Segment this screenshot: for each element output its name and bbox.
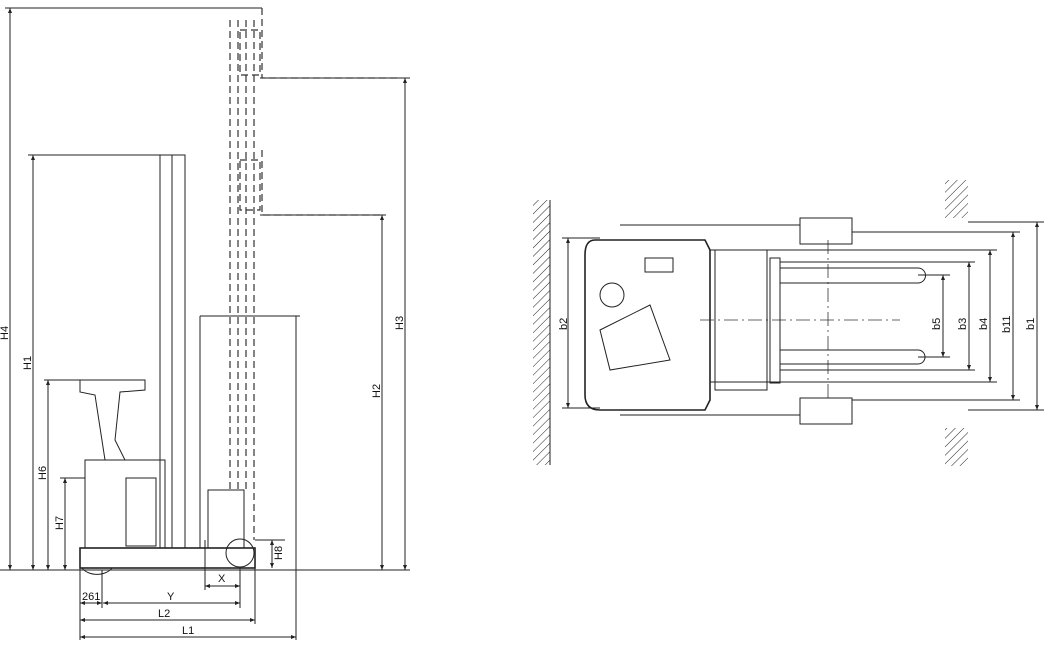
top-view: b2 b5 b3 b4 b11 b1 bbox=[533, 180, 1044, 466]
chassis bbox=[79, 547, 256, 569]
dim-label-h7: H7 bbox=[54, 516, 66, 530]
outrigger-top bbox=[799, 217, 853, 245]
dim-label-l2: L2 bbox=[158, 608, 170, 620]
dim-label-x: X bbox=[218, 573, 226, 585]
seat-backrest bbox=[79, 379, 146, 461]
carriage-plate bbox=[769, 257, 781, 384]
fork-carriage-lower bbox=[207, 489, 245, 549]
dim-label-h1: H1 bbox=[22, 356, 34, 370]
dim-label-b5: b5 bbox=[931, 318, 943, 330]
obstacle-top bbox=[945, 180, 968, 218]
outrigger-bottom bbox=[799, 397, 853, 425]
dim-label-h6: H6 bbox=[37, 466, 49, 480]
side-view: H4 H1 H6 H7 H3 H2 H8 X Y 261 L2 L1 bbox=[0, 7, 410, 640]
seat bbox=[599, 304, 671, 371]
dim-label-y: Y bbox=[167, 591, 175, 603]
dim-label-b11: b11 bbox=[1001, 315, 1013, 333]
control-panel bbox=[644, 257, 674, 273]
dim-label-b4: b4 bbox=[978, 318, 990, 330]
dim-label-261: 261 bbox=[82, 591, 100, 603]
dim-label-b2: b2 bbox=[558, 318, 570, 330]
drive-wheel bbox=[81, 567, 113, 575]
steering-wheel bbox=[599, 282, 625, 308]
truck-body bbox=[584, 239, 711, 411]
battery-cover bbox=[125, 477, 157, 547]
fork-upper bbox=[780, 267, 926, 284]
dim-label-h4: H4 bbox=[0, 326, 11, 340]
load-wheel bbox=[225, 538, 255, 568]
dim-label-b1: b1 bbox=[1025, 318, 1037, 330]
fork-lower bbox=[780, 349, 926, 365]
dim-label-b3: b3 bbox=[957, 318, 969, 330]
mast-raised bbox=[229, 8, 400, 540]
dim-label-l1: L1 bbox=[182, 625, 194, 637]
wall-hatch bbox=[533, 200, 550, 465]
body bbox=[84, 459, 166, 549]
dim-label-h3: H3 bbox=[394, 316, 406, 330]
dim-label-h2: H2 bbox=[371, 384, 383, 398]
dim-label-h8: H8 bbox=[273, 546, 285, 560]
obstacle-bottom bbox=[945, 428, 968, 466]
